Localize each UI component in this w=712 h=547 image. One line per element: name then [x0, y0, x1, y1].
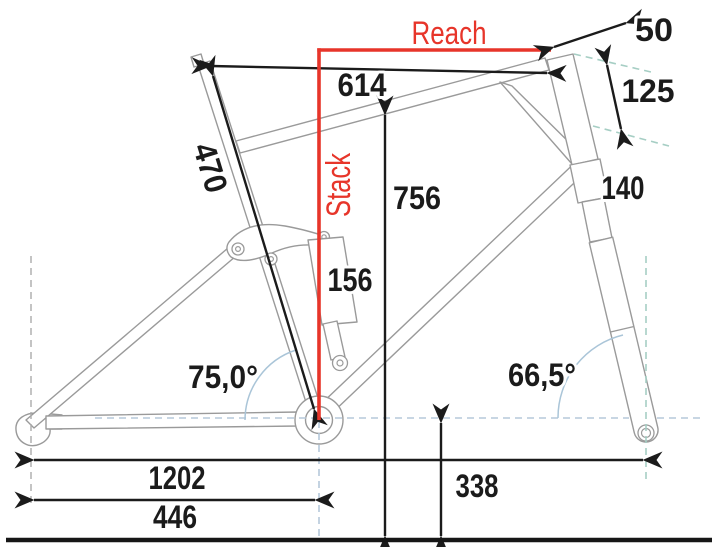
seatstay — [25, 247, 237, 429]
shock-lower-eyelet-hole — [336, 359, 344, 367]
seatpost-clamp — [190, 53, 205, 68]
head-angle-arc — [557, 334, 624, 419]
head-tube-value: 125 — [622, 73, 675, 109]
stem-offset-value: 50 — [635, 12, 673, 48]
top-tube-value: 614 — [338, 67, 387, 103]
fork-lower-leg — [588, 236, 659, 443]
rocker-pivot-front-hole — [235, 246, 242, 253]
shock-shaft — [322, 320, 346, 361]
stem-dim-arrow — [532, 8, 648, 62]
head-tube-bottom-dashed — [592, 125, 670, 147]
bb-height-value: 338 — [456, 468, 499, 504]
dimension-arrows — [14, 44, 663, 547]
head-angle-value: 66,5° — [508, 357, 576, 393]
head-tube-dim-arrow — [594, 44, 634, 150]
standover-value: 756 — [393, 180, 441, 216]
seat-tube-dim-arrow — [199, 54, 328, 431]
fork-value: 140 — [602, 170, 645, 206]
wheelbase-value: 1202 — [149, 460, 206, 496]
stack-label: Stack — [320, 152, 358, 217]
reach-stack-lines — [317, 48, 551, 420]
chainstay — [45, 411, 299, 430]
reach-label: Reach — [412, 15, 487, 51]
head-tube — [546, 53, 599, 166]
chainstay-value: 446 — [153, 499, 197, 535]
fork-crown — [569, 158, 609, 204]
dimension-labels: Reach Stack 50 614 125 470 140 756 156 7… — [146, 9, 678, 538]
fork-leg-seam — [610, 325, 635, 333]
seat-angle-value: 75,0° — [188, 359, 258, 395]
shock-value: 156 — [328, 262, 373, 298]
head-tube-top-dashed — [573, 53, 652, 73]
